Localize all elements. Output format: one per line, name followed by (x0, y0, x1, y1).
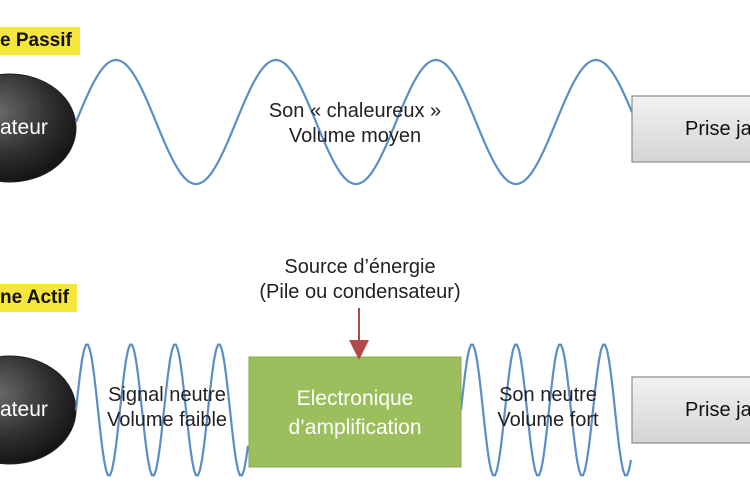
passive-signal-line1: Son « chaleureux » (268, 100, 442, 122)
output-line2: Volume fort (497, 409, 599, 431)
passive-pickup-ellipse (0, 73, 77, 183)
amplification-label: Electronique d’amplification (249, 384, 461, 442)
active-output-wave (459, 343, 633, 477)
passive-jack-label: Prise ja (685, 118, 750, 140)
output-signal-description: Son neutre Volume fort (478, 383, 618, 433)
passive-wave (74, 58, 634, 186)
amp-line2: d’amplification (288, 416, 422, 439)
passive-jack-box (631, 95, 750, 163)
active-jack-box (631, 376, 750, 444)
active-pickup-label: ateur (0, 398, 48, 421)
passive-signal-description: Son « chaleureux » Volume moyen (240, 99, 470, 149)
active-input-wave (74, 343, 250, 477)
amp-line1: Electronique (296, 387, 414, 410)
passive-signal-line2: Volume moyen (288, 125, 422, 147)
amplification-box (248, 356, 462, 468)
active-jack-label: Prise ja (685, 399, 750, 421)
passive-heading: e Passif (0, 27, 80, 55)
input-line2: Volume faible (106, 409, 228, 431)
input-signal-description: Signal neutre Volume faible (92, 383, 242, 433)
output-line1: Son neutre (499, 384, 597, 406)
energy-source-description: Source d’énergie (Pile ou condensateur) (240, 255, 480, 305)
input-line1: Signal neutre (108, 384, 226, 406)
energy-line2: (Pile ou condensateur) (259, 281, 461, 303)
energy-line1: Source d’énergie (284, 256, 436, 278)
active-heading: ne Actif (0, 284, 77, 312)
passive-pickup-label: ateur (0, 116, 48, 139)
